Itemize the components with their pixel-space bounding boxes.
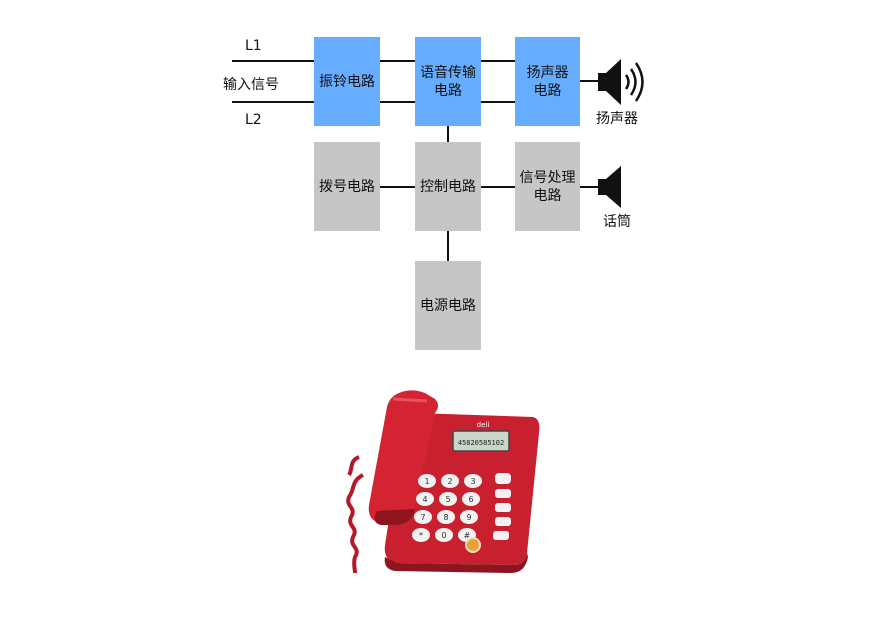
telephone-photo: deli 45820585102 1 2 3 4 5 6 7 8 9 * 0 #: [346, 390, 540, 574]
lcd-number: 45820585102: [458, 439, 504, 447]
wire-speaker-circuit-speaker: [580, 80, 600, 82]
keypad-key-label: 7: [420, 513, 425, 522]
keypad-key-label: 8: [443, 513, 448, 522]
keypad-key-label: *: [419, 531, 423, 540]
keypad-key-5: [439, 492, 457, 506]
power-circuit-block: 电源电路: [415, 261, 481, 350]
control-circuit-label: 控制电路: [420, 178, 476, 195]
voice-transmission-label-2: 电路: [434, 82, 462, 99]
speaker-circuit-label-2: 电路: [533, 82, 562, 99]
function-keys: [465, 473, 511, 553]
wire-l1-input: [232, 60, 314, 62]
keypad-key-1: [418, 474, 436, 488]
speaker-circuit-label-1: 扬声器: [526, 64, 569, 81]
wire-voice-control: [447, 126, 449, 142]
keypad-key-7: [414, 510, 432, 524]
microphone-icon: [598, 166, 621, 208]
keypad-key-label: 0: [441, 531, 446, 540]
keypad-key-9: [460, 510, 478, 524]
line-l2-label: L2: [245, 112, 262, 128]
input-signal-label: 输入信号: [223, 77, 279, 93]
wire-control-signal: [481, 186, 515, 188]
wire-signal-mic: [580, 186, 600, 188]
dial-circuit-block: 拨号电路: [314, 142, 380, 231]
keypad-key-8: [437, 510, 455, 524]
keypad-key-label: 6: [468, 495, 473, 504]
voice-transmission-label-1: 语音传输: [420, 64, 476, 81]
keypad-key-3: [464, 474, 482, 488]
dial-circuit-label: 拨号电路: [319, 178, 375, 195]
keypad-key-label: 2: [447, 477, 452, 486]
wire-control-power: [447, 231, 449, 261]
speaker-device-label: 扬声器: [596, 111, 638, 127]
handset: [368, 390, 438, 523]
keypad-key-2: [441, 474, 459, 488]
speaker-icon: [598, 59, 644, 105]
keypad: 1 2 3 4 5 6 7 8 9 * 0 #: [412, 474, 482, 542]
keypad-key-label: 1: [424, 477, 429, 486]
voice-transmission-block: 语音传输 电路: [415, 37, 481, 126]
phone-cord: [346, 473, 365, 574]
keypad-key-10: [412, 528, 430, 542]
ringer-circuit-block: 振铃电路: [314, 37, 380, 126]
keypad-key-label: 9: [466, 513, 471, 522]
line-l1-label: L1: [245, 38, 262, 54]
signal-processing-block: 信号处理 电路: [515, 142, 580, 231]
keypad-key-label: 5: [445, 495, 450, 504]
wire-voice-speaker-bottom: [481, 101, 515, 103]
keypad-key-4: [416, 492, 434, 506]
keypad-key-label: #: [464, 531, 471, 540]
wire-voice-speaker-top: [481, 60, 515, 62]
wire-ringer-voice-bottom: [380, 101, 415, 103]
wire-ringer-voice-top: [380, 60, 415, 62]
keypad-key-label: 4: [422, 495, 427, 504]
wire-l2-input: [232, 101, 314, 103]
keypad-key-11: [435, 528, 453, 542]
control-circuit-block: 控制电路: [415, 142, 481, 231]
signal-processing-label-1: 信号处理: [519, 169, 576, 186]
ringer-circuit-label: 振铃电路: [319, 73, 375, 90]
keypad-key-6: [462, 492, 480, 506]
power-circuit-label: 电源电路: [420, 297, 476, 314]
wire-dial-control: [380, 186, 415, 188]
keypad-key-label: 3: [470, 477, 475, 486]
lcd-screen: [452, 430, 510, 452]
signal-processing-label-2: 电路: [533, 187, 562, 204]
speaker-circuit-block: 扬声器 电路: [515, 37, 580, 126]
brand-mark: deli: [477, 421, 490, 429]
microphone-device-label: 话筒: [603, 214, 631, 230]
